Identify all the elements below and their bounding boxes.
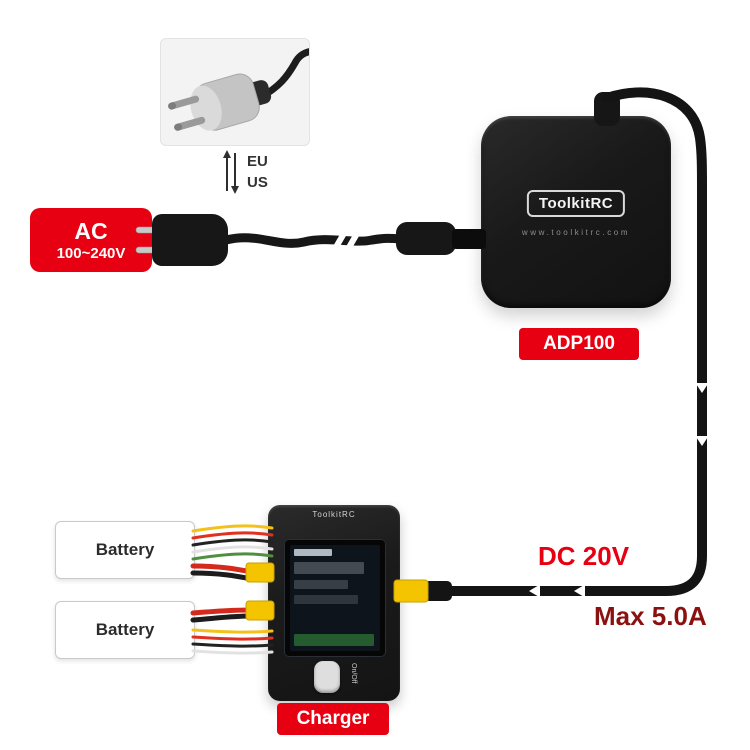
ac-connector xyxy=(396,222,456,255)
swap-arrows-icon xyxy=(223,150,239,194)
battery-box-2: Battery xyxy=(55,601,195,659)
ac-input-label: AC 100~240V xyxy=(30,208,152,272)
battery1-wires xyxy=(190,524,275,583)
cable-break-mark-2 xyxy=(341,222,365,259)
screen-bottom-bar xyxy=(294,634,374,646)
cable-break-mark xyxy=(329,220,353,257)
screen-value-row xyxy=(294,562,364,574)
battery-2-label: Battery xyxy=(95,620,155,639)
screen-info-row-2 xyxy=(294,595,358,604)
charger-button xyxy=(314,661,340,693)
charger-screen xyxy=(290,545,380,651)
screen-status-row xyxy=(294,549,332,556)
charger-label: Charger xyxy=(277,703,389,735)
screen-info-row xyxy=(294,580,348,589)
ac-text: AC xyxy=(74,217,108,244)
charger-screen-bezel xyxy=(284,539,386,657)
eu-label: EU xyxy=(247,153,268,170)
adp100-label: ADP100 xyxy=(519,328,639,360)
us-label: US xyxy=(247,174,268,191)
charger-device: ToolkitRC On/Off xyxy=(268,505,400,701)
charger-brand-text: ToolkitRC xyxy=(312,510,356,519)
dc-voltage-text: DC 20V xyxy=(538,541,630,571)
battery2-wires xyxy=(190,600,275,655)
plug-swap-indicator: EU US xyxy=(222,149,268,195)
battery-1-label: Battery xyxy=(95,540,155,559)
battery-box-1: Battery xyxy=(55,521,195,579)
ac-power-cord xyxy=(135,214,486,266)
ac-voltage-range: 100~240V xyxy=(56,244,126,262)
dc-plug-housing xyxy=(424,581,452,601)
max-current-text: Max 5.0A xyxy=(594,601,707,631)
adp100-adapter: ToolkitRC www.toolkitrc.com xyxy=(481,116,671,308)
eu-plug-illustration xyxy=(168,48,309,131)
adapter-website-text: www.toolkitrc.com xyxy=(521,228,631,237)
onoff-label: On/Off xyxy=(350,663,357,684)
toolkitrc-logo-badge: ToolkitRC xyxy=(526,190,626,217)
eu-plug-photo xyxy=(160,38,310,146)
